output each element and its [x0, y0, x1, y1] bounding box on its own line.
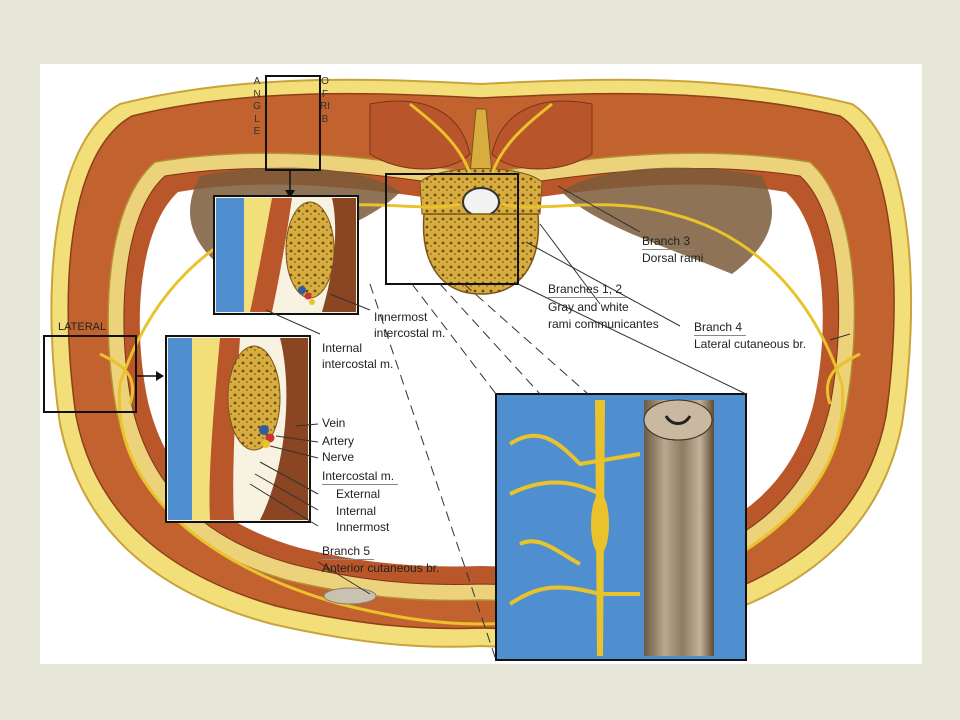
- label-innermost-line1: Innermost: [374, 310, 428, 324]
- label-nerve: Nerve: [322, 450, 355, 464]
- inset-spinal-cord: [495, 393, 747, 661]
- label-intercostal: Intercostal m.: [322, 469, 399, 485]
- label-artery: Artery: [322, 434, 355, 448]
- label-innermost: Innermost: [336, 520, 390, 534]
- label-branch3-desc: Dorsal rami: [642, 251, 704, 265]
- label-branches12-line1: Gray and white: [548, 300, 629, 314]
- sternum: [323, 587, 377, 605]
- label-internal: Internal: [336, 504, 377, 518]
- label-innermost-line2: intercostal m.: [374, 326, 446, 340]
- vertebra-box: [385, 173, 519, 285]
- inset-lateral: [165, 335, 311, 523]
- inset-angle-of-rib: [213, 195, 359, 315]
- leader-lines: [249, 185, 851, 661]
- label-of-rib: OFRIB: [320, 76, 330, 125]
- label-branches12-line2: rami communicantes: [548, 317, 659, 331]
- label-vein: Vein: [322, 416, 346, 430]
- posterior-muscle-right: [562, 167, 772, 274]
- label-internal-line1: Internal: [322, 341, 363, 355]
- erector-spinae-right: [491, 100, 593, 170]
- erector-spinae-left: [369, 100, 471, 170]
- label-branch5-title: Branch 5: [322, 544, 375, 560]
- label-angle: ANGLE: [253, 76, 261, 137]
- angle-of-rib-box: [265, 75, 321, 171]
- label-internal-line2: intercostal m.: [322, 357, 394, 371]
- label-branch4-title: Branch 4: [694, 320, 747, 336]
- label-external: External: [336, 487, 381, 501]
- label-branches12-title: Branches 1, 2: [548, 282, 627, 298]
- spinal-cord: [462, 187, 500, 217]
- thorax-cross-section: [43, 75, 913, 661]
- label-branch3-title: Branch 3: [642, 234, 695, 250]
- label-lateral: LATERAL: [58, 321, 107, 333]
- diagram-slide: ANGLE OFRIB LATERAL Branch 3 Dorsal rami…: [40, 64, 922, 664]
- lateral-box: [43, 335, 137, 413]
- vertebral-body: [422, 213, 540, 295]
- label-branch4-desc: Lateral cutaneous br.: [694, 337, 807, 351]
- label-branch5-desc: Anterior cutaneous br.: [322, 561, 440, 575]
